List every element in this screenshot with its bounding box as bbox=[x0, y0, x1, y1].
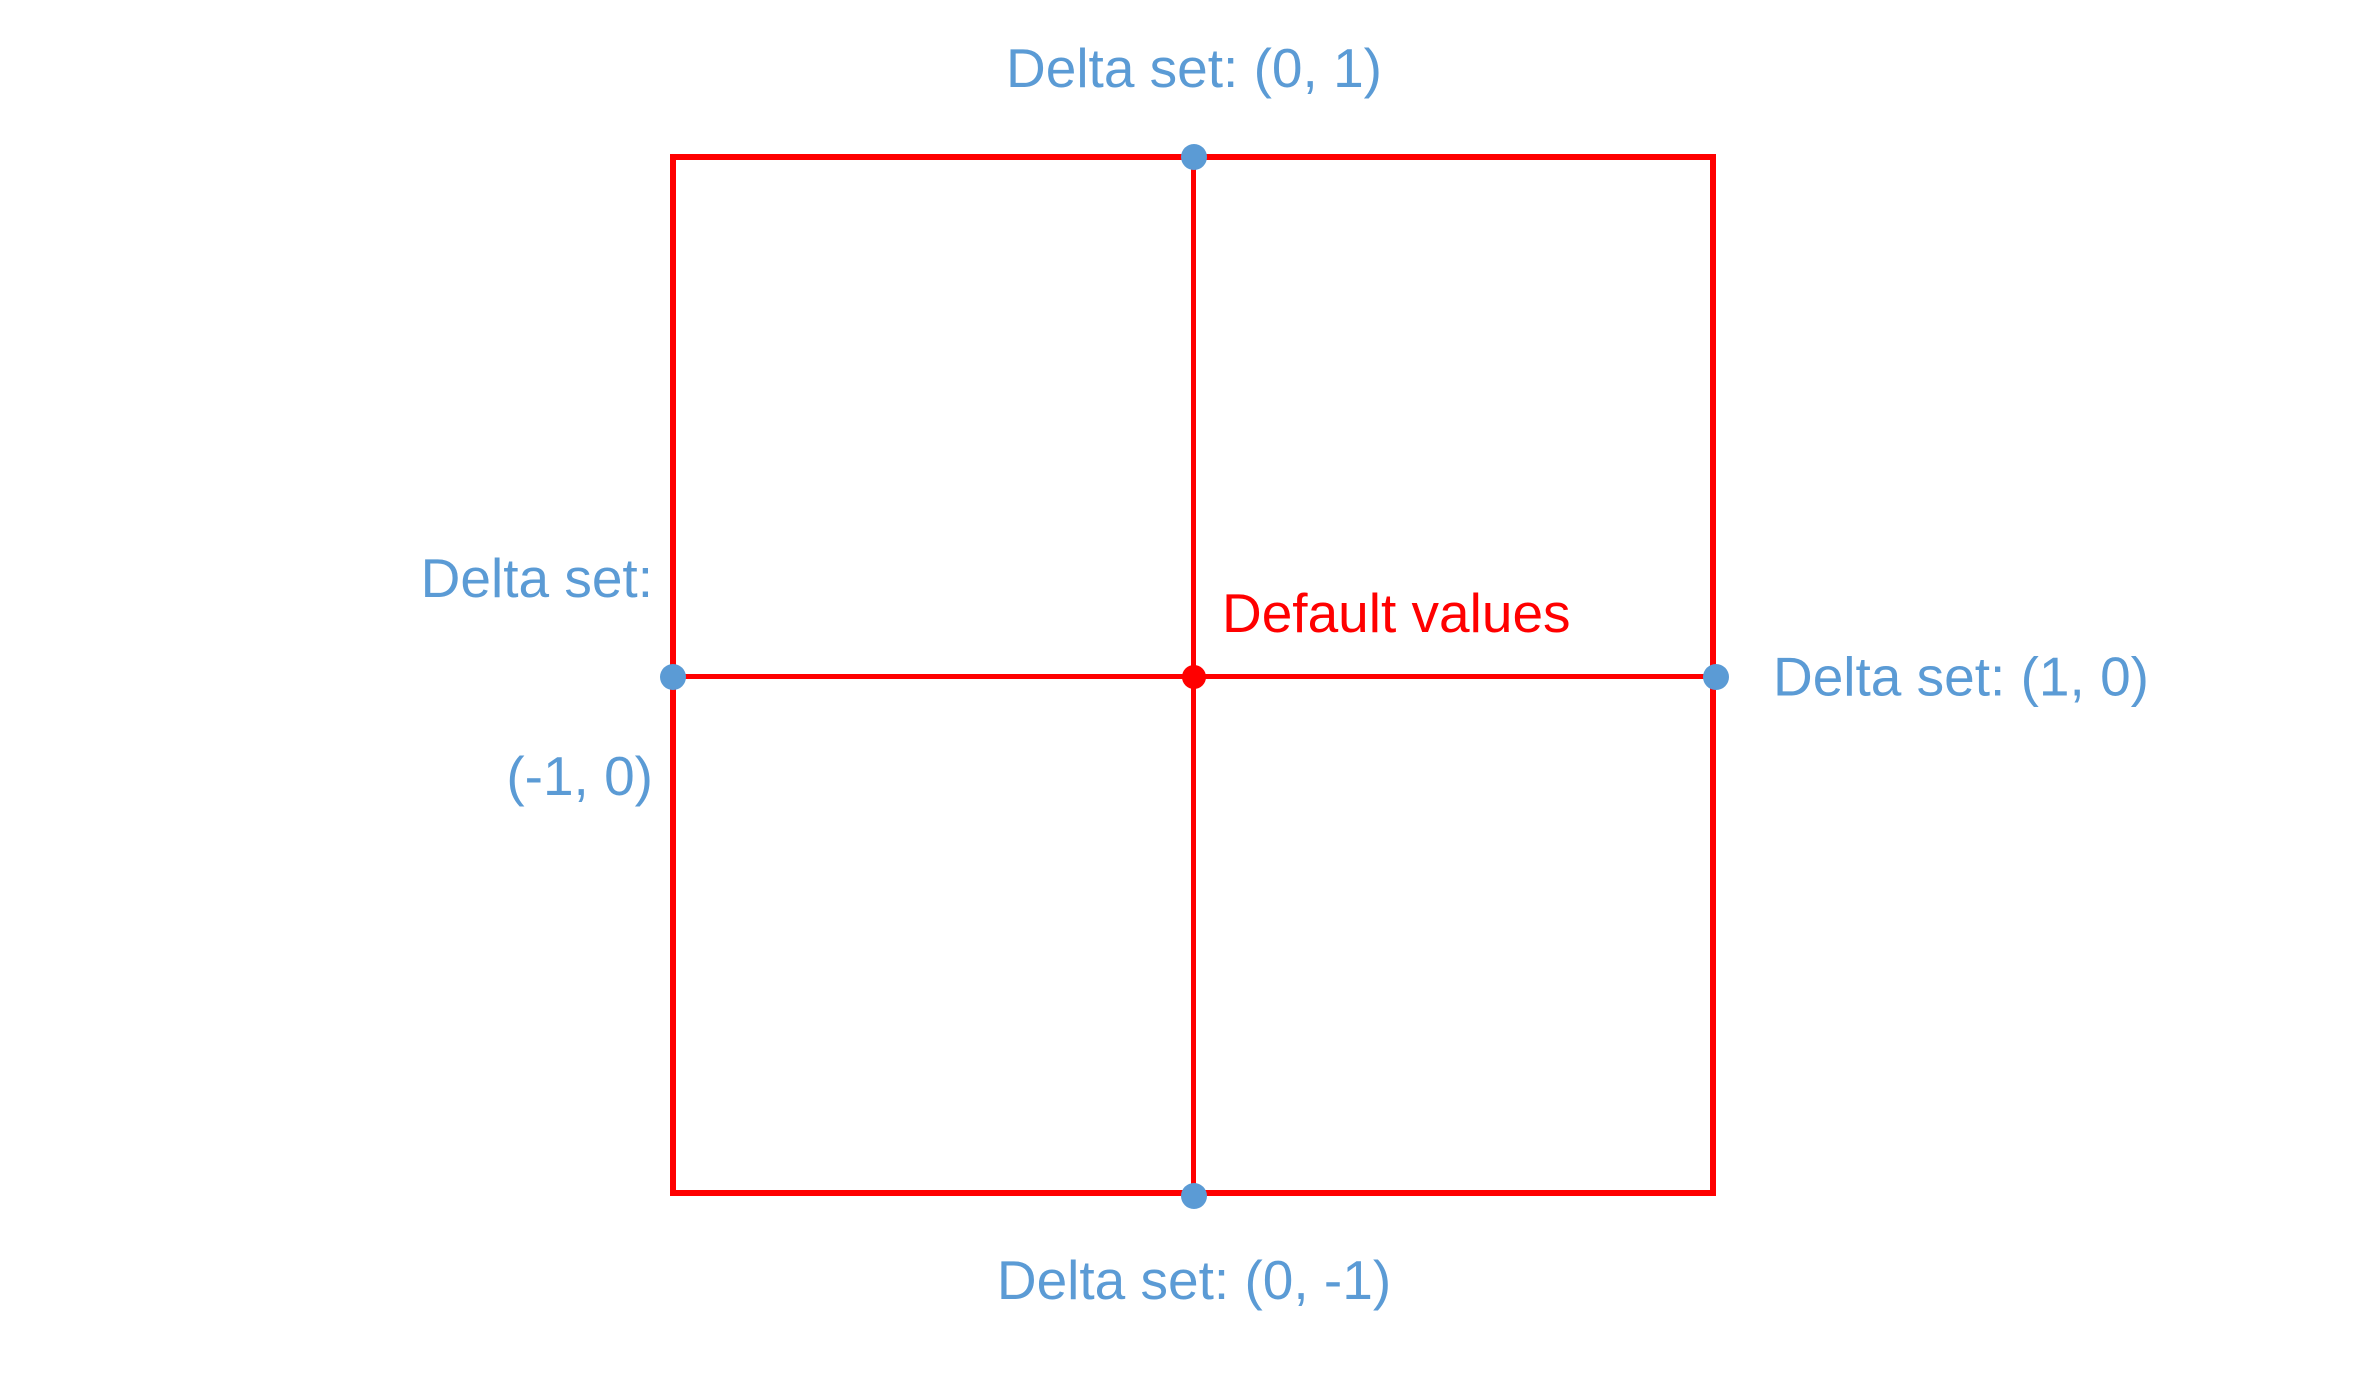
left-delta-set-label-line1: Delta set: bbox=[420, 547, 653, 609]
top-delta-set-label: Delta set: (0, 1) bbox=[1006, 37, 1382, 99]
bottom-handle-dot[interactable] bbox=[1181, 1183, 1207, 1209]
right-handle-dot[interactable] bbox=[1703, 664, 1729, 690]
top-handle-dot[interactable] bbox=[1181, 144, 1207, 170]
right-delta-set-label: Delta set: (1, 0) bbox=[1773, 645, 2149, 708]
left-delta-set-label: Delta set: (-1, 0) bbox=[421, 413, 653, 941]
left-handle-dot[interactable] bbox=[660, 664, 686, 690]
bottom-delta-set-label: Delta set: (0, -1) bbox=[996, 1249, 1392, 1311]
left-delta-set-label-line2: (-1, 0) bbox=[506, 745, 653, 807]
default-values-label: Default values bbox=[1222, 582, 1571, 645]
center-default-dot[interactable] bbox=[1182, 665, 1206, 689]
